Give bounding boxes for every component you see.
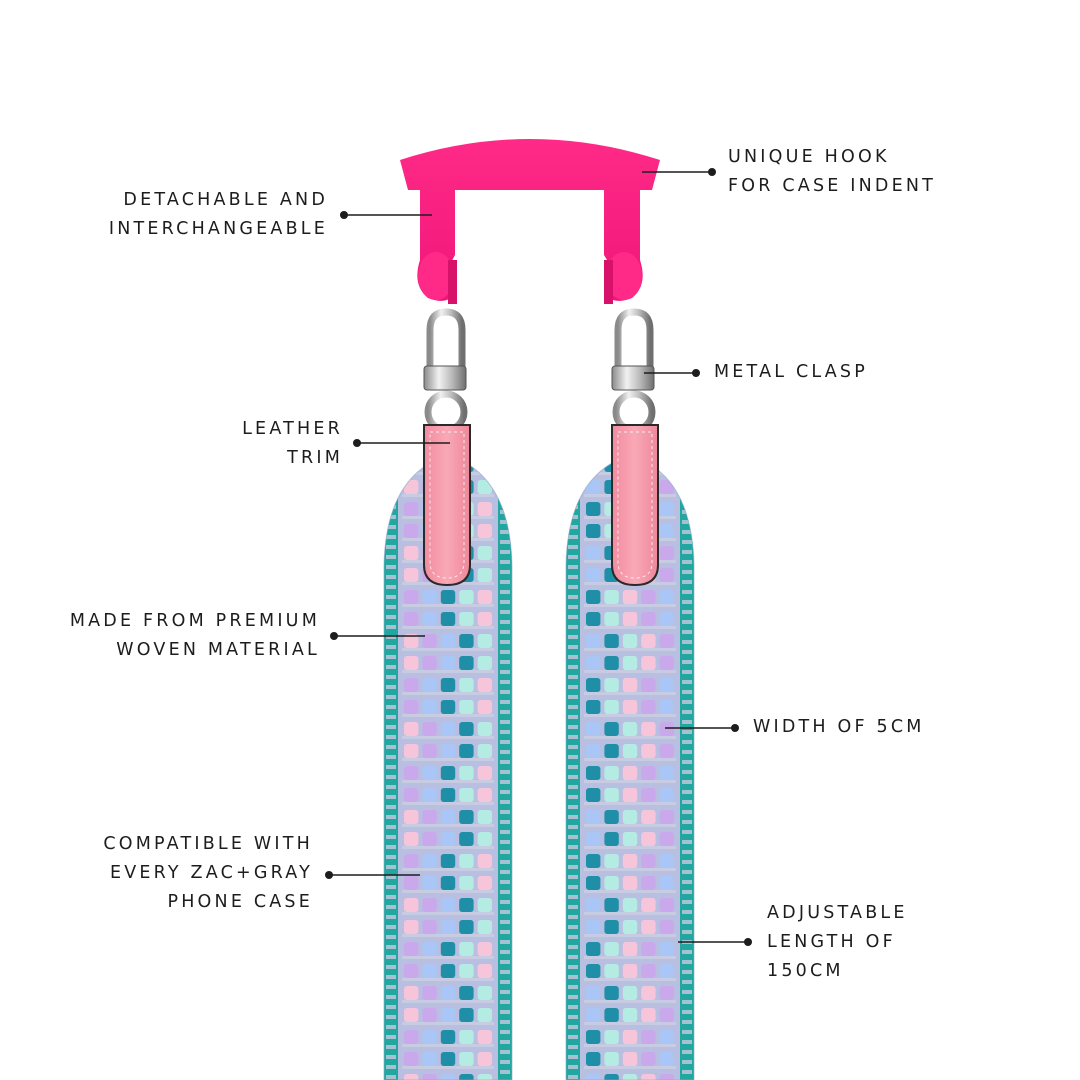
pink-hook-icon — [400, 139, 660, 304]
label-width: WIDTH OF 5CM — [753, 717, 925, 737]
leader-leather — [353, 439, 450, 447]
leader-clasp — [644, 369, 700, 377]
leader-width — [665, 724, 739, 732]
leader-length — [678, 938, 752, 946]
label-detachable: DETACHABLE AND INTERCHANGEABLE — [108, 190, 328, 239]
leader-hook — [642, 168, 716, 176]
metal-clasp-left — [423, 308, 468, 434]
label-leather-trim: LEATHER TRIM — [242, 419, 343, 468]
metal-clasp-right — [611, 308, 656, 434]
leader-material — [330, 632, 425, 640]
leader-compatible — [325, 871, 420, 879]
label-woven-material: MADE FROM PREMIUM WOVEN MATERIAL — [69, 611, 320, 660]
label-adjustable-length: ADJUSTABLE LENGTH OF 150CM — [767, 903, 908, 981]
label-metal-clasp: METAL CLASP — [714, 362, 868, 382]
label-unique-hook: UNIQUE HOOK FOR CASE INDENT — [728, 147, 937, 196]
label-compatible: COMPATIBLE WITH EVERY ZAC+GRAY PHONE CAS… — [103, 834, 313, 912]
leather-trim-right — [611, 424, 659, 587]
leather-trim-left — [423, 424, 471, 587]
leader-detachable — [340, 211, 432, 219]
